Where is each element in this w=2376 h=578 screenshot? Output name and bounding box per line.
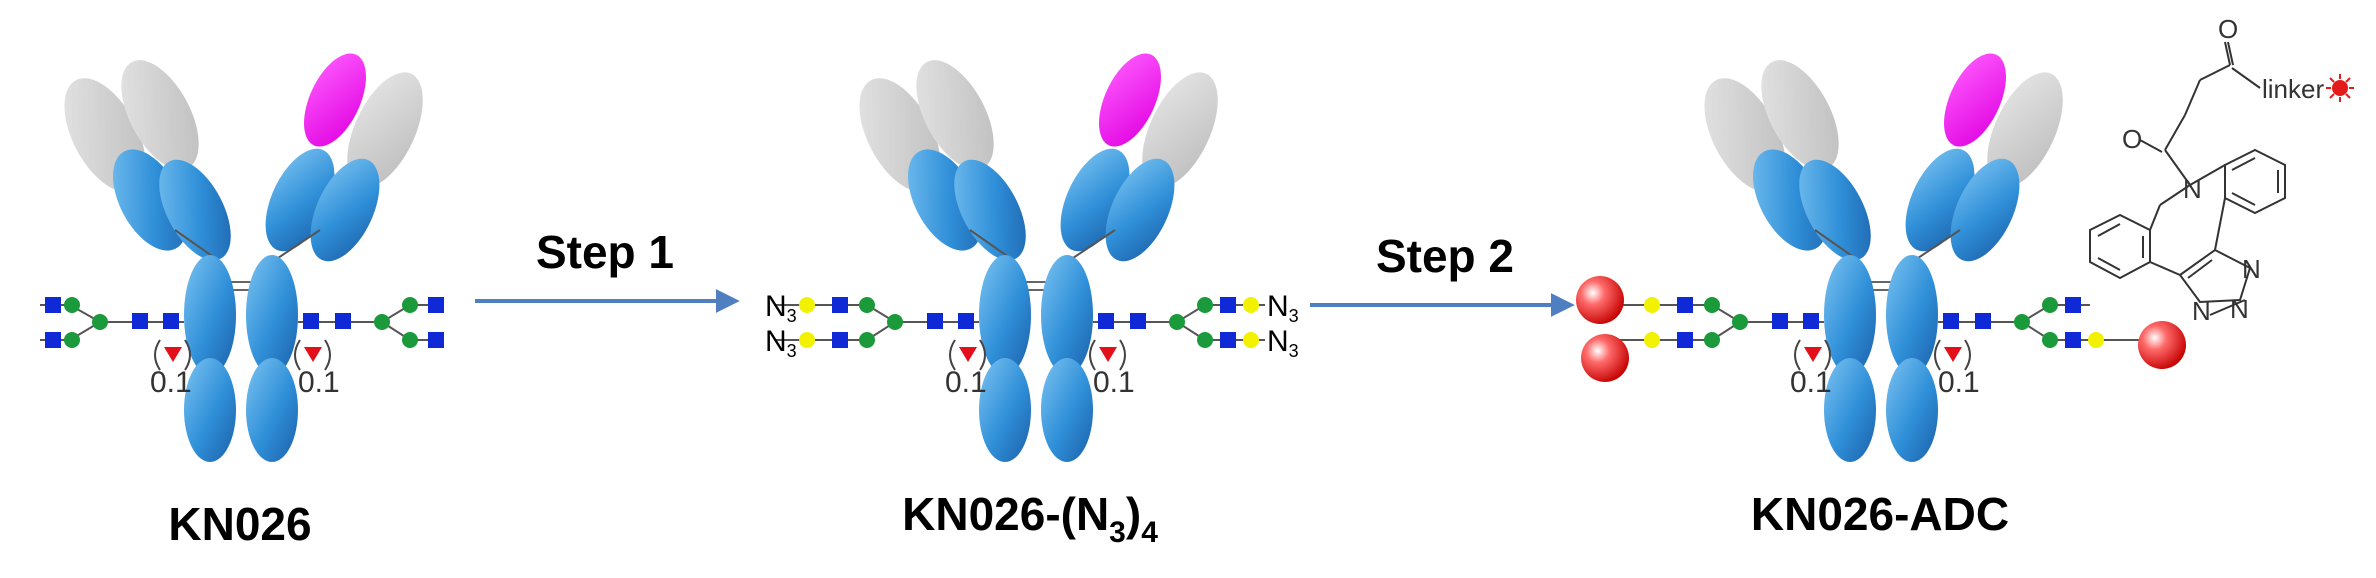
fab-light-chain-left-2 <box>916 60 994 170</box>
galactose-circle <box>1243 297 1259 313</box>
step-1-label: Step 1 <box>536 226 674 278</box>
mannose-circle <box>64 332 80 348</box>
fc-ch2-right <box>246 255 298 375</box>
glcnac-square <box>428 332 444 348</box>
glcnac-square <box>428 297 444 313</box>
glycan-right-payload: 0.1 <box>1934 297 2186 399</box>
fc-ch3-right <box>1041 358 1093 462</box>
fab-heavy-right-2 <box>1105 158 1175 262</box>
glcnac-square <box>335 313 351 329</box>
azide-label: N3 <box>765 325 797 361</box>
fucose-bracket <box>294 339 331 371</box>
atom-nitrogen-1: N <box>2242 254 2261 284</box>
fc-ch2-left <box>184 255 236 375</box>
payload-sphere <box>1581 334 1629 382</box>
hinge-line-left <box>174 229 216 259</box>
payload-sphere <box>1576 276 1624 324</box>
fucose-fraction: 0.1 <box>945 366 987 399</box>
fucose-triangle-icon <box>959 347 977 362</box>
fab-heavy-left-2 <box>159 159 231 261</box>
atom-oxygen-carbonyl: O <box>2122 124 2142 154</box>
glcnac-square <box>132 313 148 329</box>
fc-ch2-left <box>979 255 1031 375</box>
galactose-circle <box>799 332 815 348</box>
fucose-fraction: 0.1 <box>298 366 340 399</box>
fucose-fraction: 0.1 <box>1790 366 1832 399</box>
mannose-circle <box>64 297 80 313</box>
linker-label: linker <box>2262 74 2324 104</box>
benzene-ring-right <box>2224 148 2286 215</box>
label-kn026-adc: KN026-ADC <box>1751 488 2009 540</box>
glycan-right: 0.1 <box>294 297 444 399</box>
fab-heavy-right-2 <box>310 158 380 262</box>
mannose-circle <box>92 314 108 330</box>
mannose-circle <box>402 332 418 348</box>
galactose-circle <box>1243 332 1259 348</box>
payload-sphere <box>2138 321 2186 369</box>
fab-magenta <box>304 53 366 147</box>
antibody-kn026-azide: N3 N3 0.1 N3 N3 0.1 <box>765 53 1299 462</box>
atom-nitrogen-3: N <box>2192 296 2211 326</box>
fab-magenta <box>1944 53 2006 147</box>
fucose-triangle-icon <box>164 347 182 362</box>
fc-ch2-right <box>1041 255 1093 375</box>
glcnac-square <box>45 332 61 348</box>
fucose-bracket <box>154 339 191 371</box>
fc-ch3-right <box>246 358 298 462</box>
antibody-kn026-adc: 0.1 0.1 <box>1576 53 2186 462</box>
mannose-circle <box>374 314 390 330</box>
fab-heavy-left-2 <box>954 159 1026 261</box>
azide-label: N3 <box>1267 290 1299 326</box>
fucose-triangle-icon <box>304 347 322 362</box>
mannose-circle <box>402 297 418 313</box>
step-2-label: Step 2 <box>1376 230 1514 282</box>
fab-light-chain-left-2 <box>121 60 199 170</box>
antibody-kn026: 0.1 0.1 <box>40 53 444 462</box>
glycan-left-payload: 0.1 <box>1576 276 1832 399</box>
fab-light-chain-right <box>1142 72 1218 188</box>
glcnac-square <box>303 313 319 329</box>
fc-ch3-left <box>184 358 236 462</box>
azide-label: N3 <box>765 290 797 326</box>
glycan-left-azide: N3 N3 0.1 <box>765 290 987 399</box>
label-kn026: KN026 <box>168 498 311 550</box>
glcnac-square <box>163 313 179 329</box>
fucose-triangle-icon <box>1099 347 1117 362</box>
azide-label: N3 <box>1267 325 1299 361</box>
dbco-atom-labels: O O N N N N linker <box>2122 14 2324 326</box>
fucose-fraction: 0.1 <box>1093 366 1135 399</box>
hinge-line-right <box>277 229 321 259</box>
atom-nitrogen-2: N <box>2230 294 2249 324</box>
label-kn026-azide: KN026-(N3)4 <box>902 488 1158 549</box>
glcnac-square <box>45 297 61 313</box>
fab-light-chain-right <box>347 72 423 188</box>
fucose-fraction: 0.1 <box>1938 366 1980 399</box>
atom-nitrogen-amide: N <box>2183 174 2202 204</box>
atom-oxygen-top: O <box>2218 14 2238 44</box>
fucose-triangle-icon <box>1804 347 1822 362</box>
payload-star-icon <box>2326 74 2354 102</box>
triazole-ring <box>2178 248 2252 304</box>
fucose-triangle-icon <box>1944 347 1962 362</box>
galactose-circle <box>799 297 815 313</box>
fab-magenta <box>1099 53 1161 147</box>
fucose-fraction: 0.1 <box>150 366 192 399</box>
dbco-linker-structure <box>2089 41 2286 316</box>
glycan-left: 0.1 <box>40 297 192 399</box>
fc-ch3-left <box>979 358 1031 462</box>
glycan-right-azide: N3 N3 0.1 <box>1089 290 1299 399</box>
